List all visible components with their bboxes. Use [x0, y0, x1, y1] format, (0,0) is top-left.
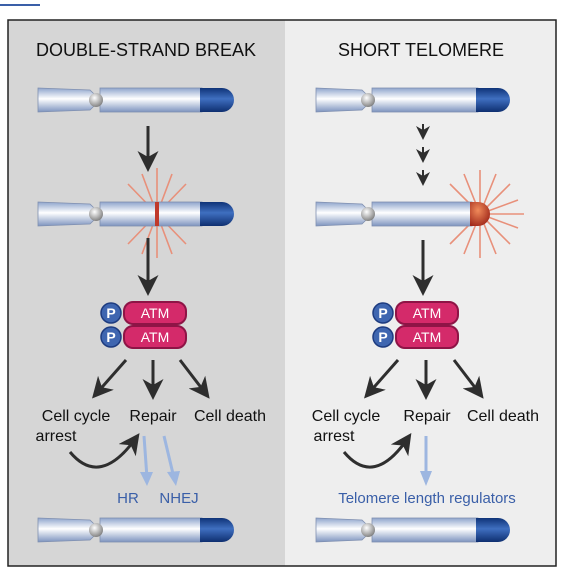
left-outcome-arrest-line1: Cell cycle [42, 408, 111, 425]
atm-label-left-2: ATM [141, 329, 170, 345]
left-outcome-death: Cell death [194, 408, 266, 425]
right-outcome-arrest-line2: arrest [314, 428, 355, 445]
pathway-hr: HR [117, 490, 139, 507]
right-outcome-death: Cell death [467, 408, 539, 425]
right-panel-title: SHORT TELOMERE [338, 40, 504, 60]
arrowhead-left-hr [140, 472, 153, 486]
atm-label-right-1: ATM [413, 305, 442, 321]
arrow-right-arrest [364, 359, 400, 399]
left-outcome-arrest-line2: arrest [36, 428, 77, 445]
chromosome-bottom-right [315, 517, 510, 543]
arrow-left-arrest [92, 359, 128, 399]
atm-dimer-right: ATM ATM P P [372, 301, 459, 349]
phospho-right-2: P [378, 329, 387, 345]
atm-dimer-left: ATM ATM P P [100, 301, 187, 349]
feedback-arrow-left [68, 433, 140, 469]
atm-label-right-2: ATM [413, 329, 442, 345]
pathway-nhej: NHEJ [159, 490, 198, 507]
arrow-left-nhej [162, 435, 176, 479]
atm-label-left-1: ATM [141, 305, 170, 321]
left-outcome-repair: Repair [129, 408, 177, 425]
repaired-chromosome-left [37, 517, 234, 543]
arrow-left-death [178, 359, 210, 399]
intact-chromosome-top-right [315, 87, 510, 113]
arrow-right-death [452, 359, 484, 399]
arrow-left-hr [142, 435, 149, 479]
left-panel-title: DOUBLE-STRAND BREAK [36, 40, 256, 60]
telomere-length-regulators: Telomere length regulators [338, 490, 516, 507]
feedback-arrow-right [342, 433, 412, 469]
phospho-right-1: P [378, 305, 387, 321]
intact-chromosome-top-left [37, 87, 234, 113]
right-outcome-repair: Repair [403, 408, 451, 425]
broken-chromosome [37, 168, 234, 258]
arrowhead-right-regulators [420, 471, 432, 486]
right-outcome-arrest-line1: Cell cycle [312, 408, 381, 425]
phospho-left-2: P [106, 329, 115, 345]
short-telomere-chromosome [315, 170, 524, 258]
phospho-left-1: P [106, 305, 115, 321]
arrowhead-left-nhej [167, 471, 180, 486]
figure-border [7, 19, 557, 567]
